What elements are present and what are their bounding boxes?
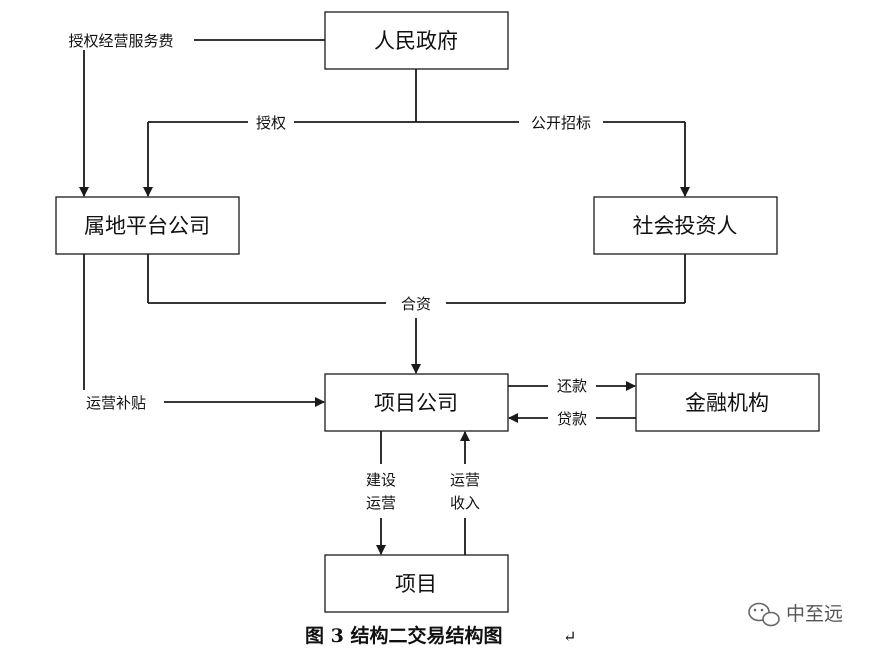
- edge-operating-income: 运营 收入: [450, 431, 480, 555]
- node-investor: 社会投资人: [593, 196, 778, 255]
- node-project-label: 项目: [395, 572, 437, 596]
- edge-income-label-1: 运营: [450, 471, 480, 489]
- edge-bidding: 公开招标: [416, 112, 690, 197]
- edge-income-label-2: 收入: [450, 494, 480, 512]
- edge-repay: 还款: [508, 377, 636, 395]
- edge-build-label-2: 运营: [366, 494, 396, 512]
- edge-build-label-1: 建设: [366, 471, 396, 489]
- edge-authorize-label: 授权: [256, 114, 286, 132]
- node-project: 项目: [324, 554, 509, 613]
- wechat-icon: [748, 602, 780, 627]
- node-government: 人民政府: [324, 11, 509, 70]
- node-project-company-label: 项目公司: [374, 391, 458, 415]
- node-financial: 金融机构: [635, 373, 820, 432]
- edge-service-fee: 授权经营服务费: [48, 30, 325, 197]
- edge-build-operate: 建设 运营: [366, 431, 396, 555]
- node-government-label: 人民政府: [374, 29, 458, 53]
- watermark: 中至远: [748, 602, 843, 627]
- edge-joint-venture-label: 合资: [401, 295, 431, 313]
- edge-bidding-label: 公开招标: [531, 114, 591, 132]
- caption-return-mark: ↵: [563, 627, 576, 646]
- edge-service-fee-label: 授权经营服务费: [68, 32, 173, 50]
- edge-subsidy-label: 运营补贴: [86, 394, 146, 412]
- node-platform: 属地平台公司: [55, 196, 240, 255]
- watermark-text: 中至远: [786, 603, 843, 625]
- node-platform-label: 属地平台公司: [84, 214, 210, 238]
- edge-loan-label: 贷款: [557, 410, 587, 428]
- edge-repay-label: 还款: [557, 377, 587, 395]
- node-project-company: 项目公司: [324, 373, 509, 432]
- figure-caption: 图 3 结构二交易结构图: [305, 624, 502, 647]
- edge-loan: 贷款: [508, 410, 636, 428]
- edge-joint-venture: 合资: [147, 254, 686, 374]
- edge-authorize: 授权: [143, 69, 417, 197]
- node-investor-label: 社会投资人: [633, 214, 738, 238]
- edge-subsidy: 运营补贴: [83, 254, 325, 412]
- node-financial-label: 金融机构: [685, 391, 769, 415]
